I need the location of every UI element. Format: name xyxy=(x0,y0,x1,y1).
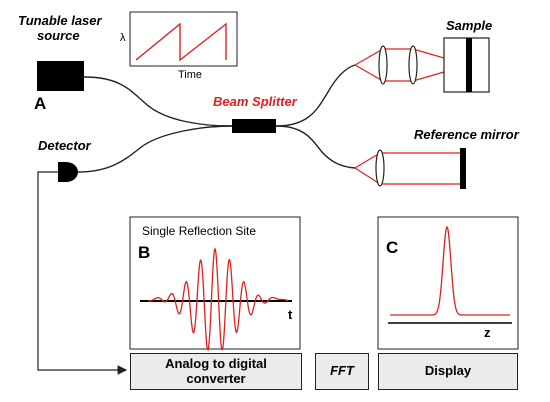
display-box[interactable]: Display xyxy=(378,353,518,390)
laser-source xyxy=(37,61,84,91)
fft-label: FFT xyxy=(330,363,354,379)
adc-label: Analog to digital converter xyxy=(165,355,267,387)
fft-box[interactable]: FFT xyxy=(315,353,369,390)
label-a: A xyxy=(34,94,47,113)
reference-arm-beam xyxy=(354,152,460,185)
reference-arm-lens xyxy=(375,149,385,187)
panel-c-axis-label: z xyxy=(484,325,491,340)
adc-label-line2: converter xyxy=(186,370,246,386)
sweep-y-axis-label: λ xyxy=(120,32,126,44)
fiber-laser-to-splitter xyxy=(83,76,233,127)
sweep-x-axis-label: Time xyxy=(178,69,203,81)
detector-label: Detector xyxy=(38,138,91,153)
adc-box[interactable]: Analog to digital converter xyxy=(130,353,302,390)
detector-to-adc-wire xyxy=(37,171,128,375)
sample-arm-lens-2 xyxy=(408,45,418,85)
sample-layer xyxy=(466,38,472,92)
sample-arm-beam xyxy=(354,48,469,82)
panel-b-axis-label: t xyxy=(288,307,293,322)
reference-mirror xyxy=(460,148,466,189)
tunable-laser-label-line2: source xyxy=(37,28,80,43)
fiber-splitter-to-sample xyxy=(275,64,356,127)
panel-c-letter: C xyxy=(386,238,399,257)
adc-label-line1: Analog to digital xyxy=(165,355,267,371)
panel-b-frame xyxy=(129,216,301,350)
panel-b-letter: B xyxy=(138,243,151,262)
sample-arm-lens-1 xyxy=(378,45,388,85)
fiber-splitter-to-reference xyxy=(275,125,356,169)
beam-splitter-label: Beam Splitter xyxy=(213,94,297,109)
panel-c-frame xyxy=(377,216,519,350)
sweep-sawtooth xyxy=(135,22,227,62)
beam-splitter-coupler xyxy=(232,119,276,133)
reference-mirror-label: Reference mirror xyxy=(414,127,519,142)
detector xyxy=(58,162,78,182)
display-label: Display xyxy=(424,363,472,379)
sample-label: Sample xyxy=(446,18,493,33)
panel-b-title: Single Reflection Site xyxy=(142,224,257,238)
panel-c-peak xyxy=(390,225,510,316)
panel-b-wavepacket xyxy=(147,247,289,352)
fiber-detector-to-splitter xyxy=(77,125,233,173)
tunable-laser-label-line1: Tunable laser xyxy=(18,13,102,28)
